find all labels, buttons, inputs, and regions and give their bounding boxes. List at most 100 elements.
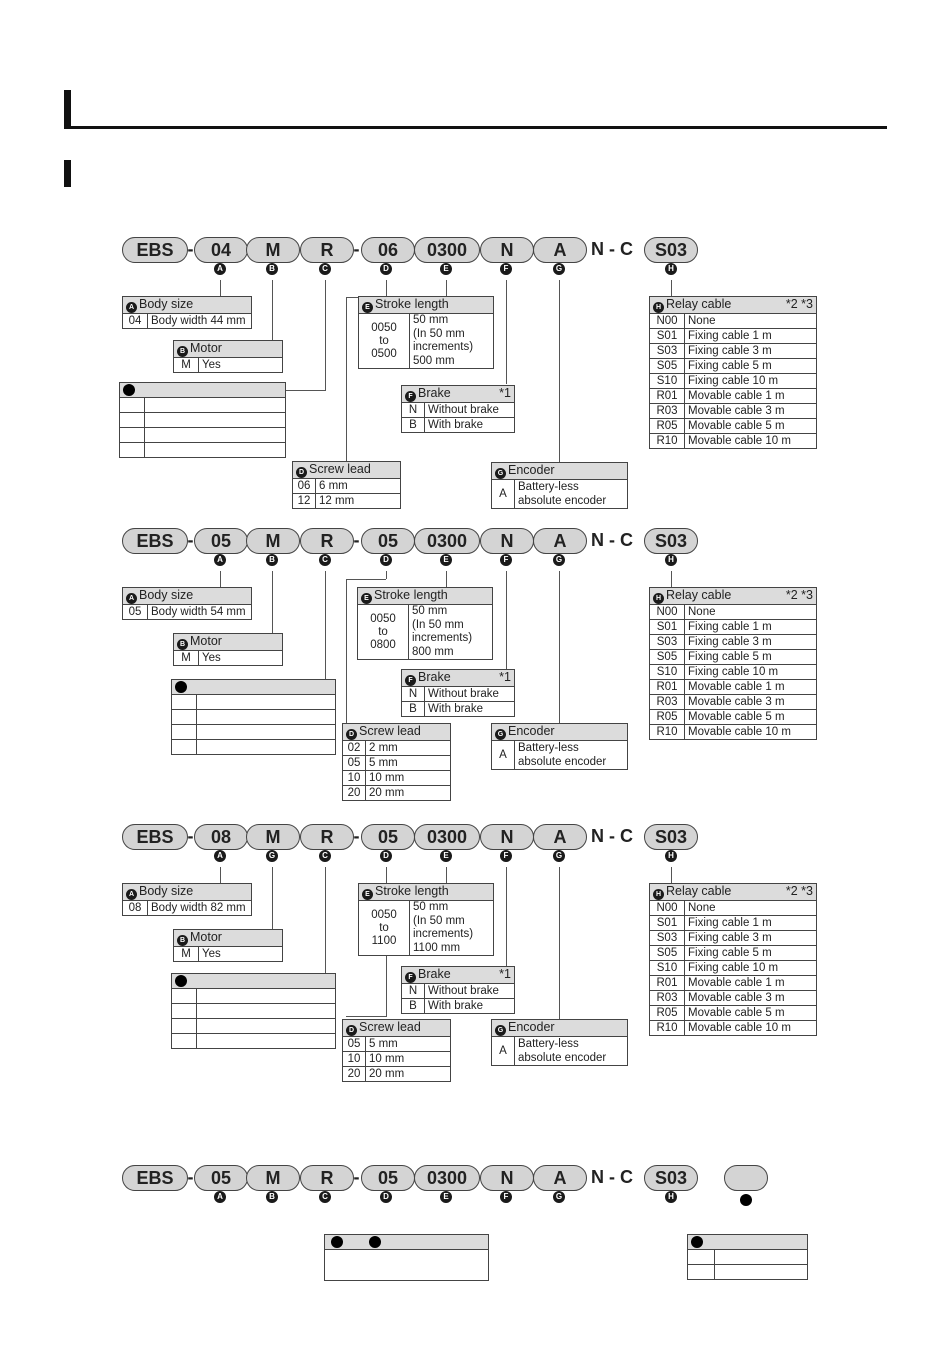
option-code: 20: [342, 1066, 366, 1082]
connector-line: [346, 297, 347, 462]
bullet-icon: [175, 681, 187, 693]
code-segment-8: S03: [644, 1165, 698, 1191]
code-segment-2: M: [246, 824, 300, 850]
option-badge-icon: E: [362, 889, 373, 900]
spec-table-blank-wide: [324, 1234, 489, 1281]
code-segment-3: R: [300, 1165, 354, 1191]
option-description: Without brake: [424, 686, 515, 702]
table-title: Brake: [418, 670, 451, 684]
table-note: *1: [499, 386, 511, 400]
connector-line: [325, 280, 326, 391]
option-code: R03: [649, 694, 685, 710]
option-code: 05: [122, 604, 148, 620]
code-segment-6: N: [480, 237, 534, 263]
table-title: Relay cable: [666, 884, 732, 898]
option-badge-icon: F: [405, 972, 416, 983]
code-segment-4: 05: [361, 1165, 415, 1191]
option-code: A: [491, 1036, 515, 1066]
option-description: 5 mm: [365, 1036, 451, 1052]
code-segment-3: R: [300, 824, 354, 850]
stroke-description-line: 50 mm: [412, 605, 448, 617]
table-title: Stroke length: [374, 588, 448, 602]
option-badge-g: G: [553, 850, 565, 862]
option-description: 10 mm: [365, 770, 451, 786]
connector-line: [506, 867, 507, 967]
blank-cell: [196, 739, 336, 755]
option-code: 08: [122, 900, 148, 916]
option-code: R03: [649, 403, 685, 419]
table-note: *1: [499, 967, 511, 981]
option-code: R10: [649, 724, 685, 740]
option-description: Fixing cable 5 m: [684, 945, 817, 961]
code-segment-5: 0300: [414, 824, 480, 850]
option-badge-g: G: [266, 850, 278, 862]
option-description: Movable cable 10 m: [684, 1020, 817, 1036]
code-segment-4: 05: [361, 528, 415, 554]
blank-cell: [687, 1264, 715, 1280]
blank-cell: [171, 1003, 197, 1019]
table-title: Stroke length: [375, 297, 449, 311]
option-code: B: [401, 701, 425, 717]
option-badge-d: D: [380, 554, 392, 566]
option-code: R05: [649, 418, 685, 434]
option-description: Fixing cable 5 m: [684, 358, 817, 374]
code-segment-7: A: [533, 1165, 587, 1191]
option-description: Without brake: [424, 983, 515, 999]
stroke-description-line: increments): [413, 928, 474, 940]
bullet-icon: [369, 1236, 381, 1248]
option-description: With brake: [424, 701, 515, 717]
blank-cell: [196, 1033, 336, 1049]
code-segment-5: 0300: [414, 237, 480, 263]
stroke-range-part: 0500: [371, 347, 397, 360]
option-badge-icon: E: [361, 593, 372, 604]
code-segment-4: 05: [361, 824, 415, 850]
code-segment-4: 06: [361, 237, 415, 263]
blank-cell: [119, 412, 145, 428]
option-code: S03: [649, 634, 685, 650]
option-description: Fixing cable 10 m: [684, 664, 817, 680]
blank-cell: [119, 442, 145, 458]
connector-line: [671, 571, 672, 588]
option-badge-h: H: [665, 850, 677, 862]
option-description: Movable cable 5 m: [684, 709, 817, 725]
blank-cell: [171, 1033, 197, 1049]
stroke-description-line: (In 50 mm: [413, 327, 465, 340]
option-description: Fixing cable 10 m: [684, 373, 817, 389]
option-code: A: [491, 740, 515, 770]
option-description: Movable cable 3 m: [684, 990, 817, 1006]
table-row: [171, 1033, 336, 1049]
option-badge-icon: E: [362, 302, 373, 313]
option-description: 2 mm: [365, 740, 451, 756]
option-badge-c: C: [319, 850, 331, 862]
option-badge-icon: H: [653, 889, 664, 900]
table-row: [171, 709, 336, 725]
option-description: Fixing cable 10 m: [684, 960, 817, 976]
option-badge-icon: A: [126, 302, 137, 313]
code-segment-5: 0300: [414, 1165, 480, 1191]
option-description: 20 mm: [365, 785, 451, 801]
